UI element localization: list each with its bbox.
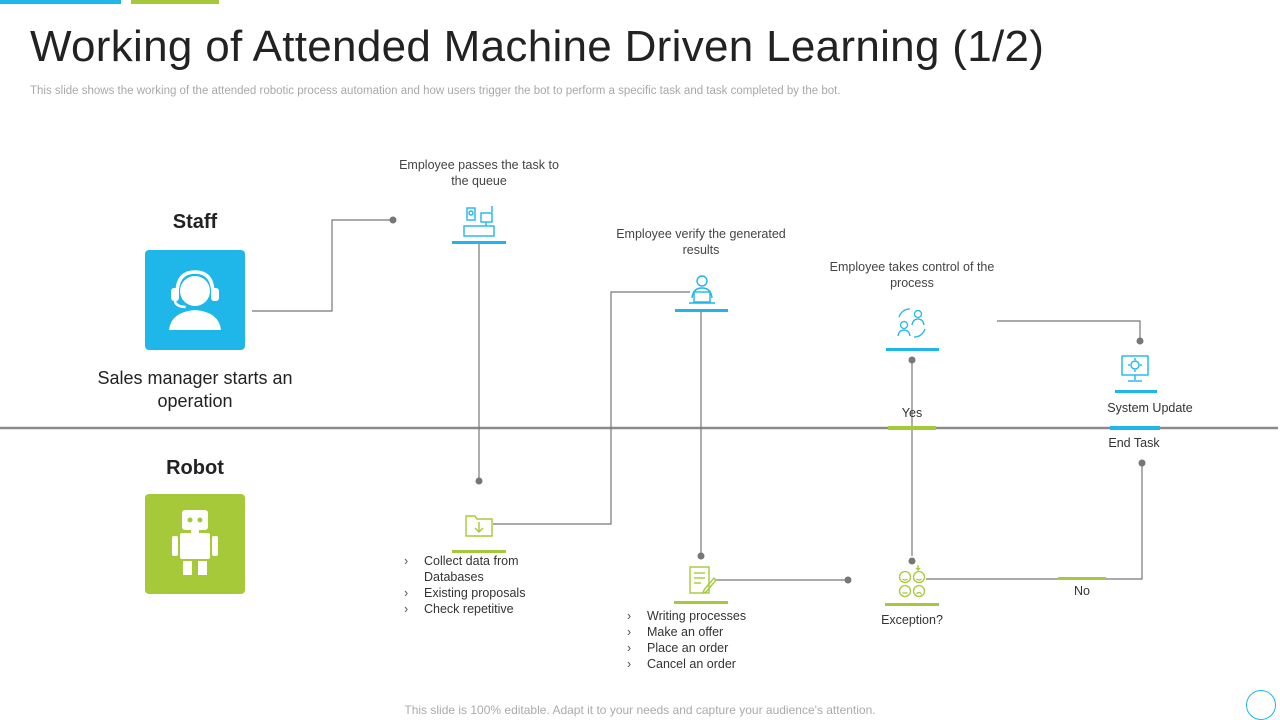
corner-circle-decoration [1246, 690, 1276, 720]
connector-dot [389, 216, 397, 224]
footer-note: This slide is 100% editable. Adapt it to… [404, 703, 876, 717]
connector-dot [1136, 337, 1144, 345]
verify-underline [675, 309, 728, 312]
collect-bullets: Collect data from Databases Existing pro… [404, 553, 564, 617]
connector-collect-verify [493, 291, 690, 525]
exception-label: Exception? [881, 613, 943, 627]
list-item: Place an order [627, 640, 787, 656]
list-item: Cancel an order [627, 656, 787, 672]
list-item: Make an offer [627, 624, 787, 640]
document-pen-icon [689, 566, 717, 595]
top-accent-green [131, 0, 219, 4]
yes-bar [888, 426, 936, 430]
end-task-label: End Task [1108, 436, 1160, 450]
list-item: Collect data from Databases [404, 553, 564, 585]
robot-role-box [145, 494, 245, 594]
end-task-bar [1110, 426, 1160, 430]
no-bar [1058, 577, 1106, 580]
no-label: No [1074, 584, 1090, 598]
queue-step-label: Employee passes the task to the queue [399, 158, 559, 188]
writing-bullets: Writing processes Make an offer Place an… [627, 608, 787, 672]
system-update-label: System Update [1107, 401, 1193, 415]
users-cycle-icon [897, 308, 926, 338]
top-accent-blue [0, 0, 121, 4]
connector-dot [908, 557, 916, 565]
list-item: Writing processes [627, 608, 787, 624]
verify-step-label: Employee verify the generated results [616, 227, 786, 257]
folder-download-icon [465, 515, 493, 537]
connector-dot [1138, 459, 1146, 467]
list-item: Existing proposals [404, 585, 564, 601]
list-item: Check repetitive [404, 601, 564, 617]
robot-icon [172, 510, 218, 575]
headset-agent-icon [169, 270, 221, 330]
staff-lane-label: Staff [172, 211, 218, 233]
staff-role-box [145, 250, 245, 350]
control-underline [886, 348, 939, 351]
yes-label: Yes [901, 406, 923, 420]
page-subtitle: This slide shows the working of the atte… [30, 85, 841, 97]
queue-underline [452, 241, 506, 244]
page-title: Working of Attended Machine Driven Learn… [30, 22, 1045, 71]
user-laptop-icon [689, 275, 715, 304]
collect-underline [452, 550, 506, 553]
monitor-gear-icon [1121, 355, 1149, 382]
faces-decision-icon [898, 565, 926, 598]
connector-dot [908, 356, 916, 364]
desk-computer-icon [463, 206, 495, 237]
robot-lane-label: Robot [166, 457, 224, 479]
writing-underline [674, 601, 728, 604]
connector-staff-queue [252, 219, 393, 312]
exception-underline [885, 603, 939, 606]
connector-dot [697, 552, 705, 560]
connector-no-end [926, 463, 1143, 580]
update-underline [1115, 390, 1157, 393]
takes-control-step-label: Employee takes control of the process [829, 260, 995, 290]
connector-control-update [997, 320, 1141, 341]
staff-caption: Sales manager starts an operation [97, 368, 293, 411]
connector-dot [475, 477, 483, 485]
connector-dot [844, 576, 852, 584]
